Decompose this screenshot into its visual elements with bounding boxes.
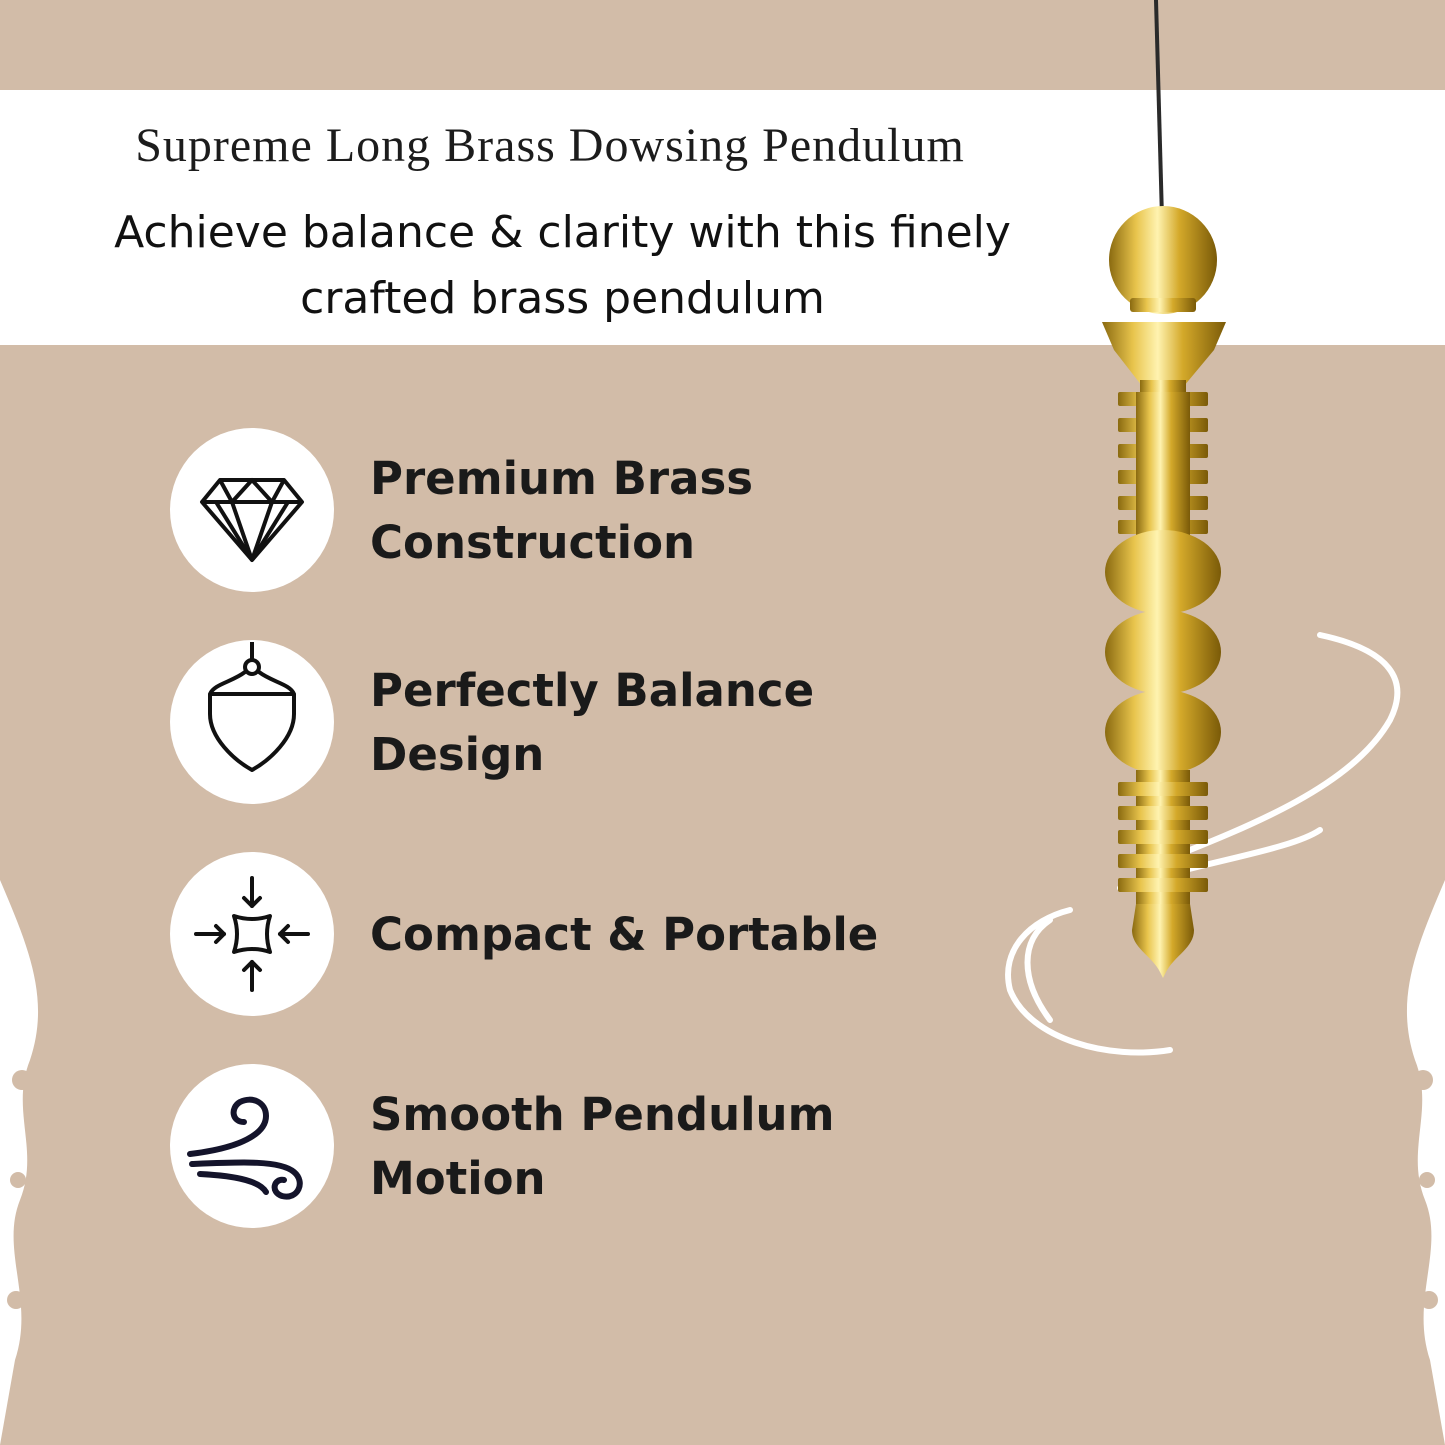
diamond-icon [200, 478, 304, 562]
feature-title: Compact & Portable [370, 908, 879, 961]
feature-title: Smooth Pendulum [370, 1088, 835, 1141]
subtitle-line-1: Achieve balance & clarity with this fine… [114, 207, 1011, 258]
wind-swirl-icon [187, 1096, 303, 1200]
feature-label: Compact & Portable [370, 903, 878, 967]
feature-premium-brass: Premium Brass Construction [170, 428, 970, 594]
feature-label: Premium Brass Construction [370, 447, 753, 575]
feature-icon-circle [170, 1064, 334, 1228]
feature-icon-circle [170, 428, 334, 592]
feature-subtitle: Design [370, 728, 545, 781]
right-ornament [1406, 880, 1445, 1445]
page-subtitle: Achieve balance & clarity with this fine… [40, 200, 1085, 332]
feature-balance-design: Perfectly Balance Design [170, 640, 970, 806]
page-title: Supreme Long Brass Dowsing Pendulum [135, 119, 965, 172]
brass-pendulum-image [1102, 0, 1226, 978]
feature-label: Perfectly Balance Design [370, 659, 814, 787]
feature-icon-circle [170, 852, 334, 1016]
feature-subtitle: Motion [370, 1152, 546, 1205]
motion-swirl-graphic [1005, 632, 1401, 1056]
feature-compact-portable: Compact & Portable [170, 852, 970, 1018]
compact-arrows-icon [194, 876, 310, 992]
feature-title: Perfectly Balance [370, 664, 815, 717]
subtitle-line-2: crafted brass pendulum [300, 273, 825, 324]
feature-label: Smooth Pendulum Motion [370, 1083, 834, 1211]
feature-title: Premium Brass [370, 452, 754, 505]
header-banner [0, 90, 1445, 345]
pendulum-bob-icon [208, 642, 296, 772]
left-ornament [0, 880, 39, 1445]
feature-subtitle: Construction [370, 516, 696, 569]
feature-smooth-motion: Smooth Pendulum Motion [170, 1064, 970, 1230]
feature-icon-circle [170, 640, 334, 804]
